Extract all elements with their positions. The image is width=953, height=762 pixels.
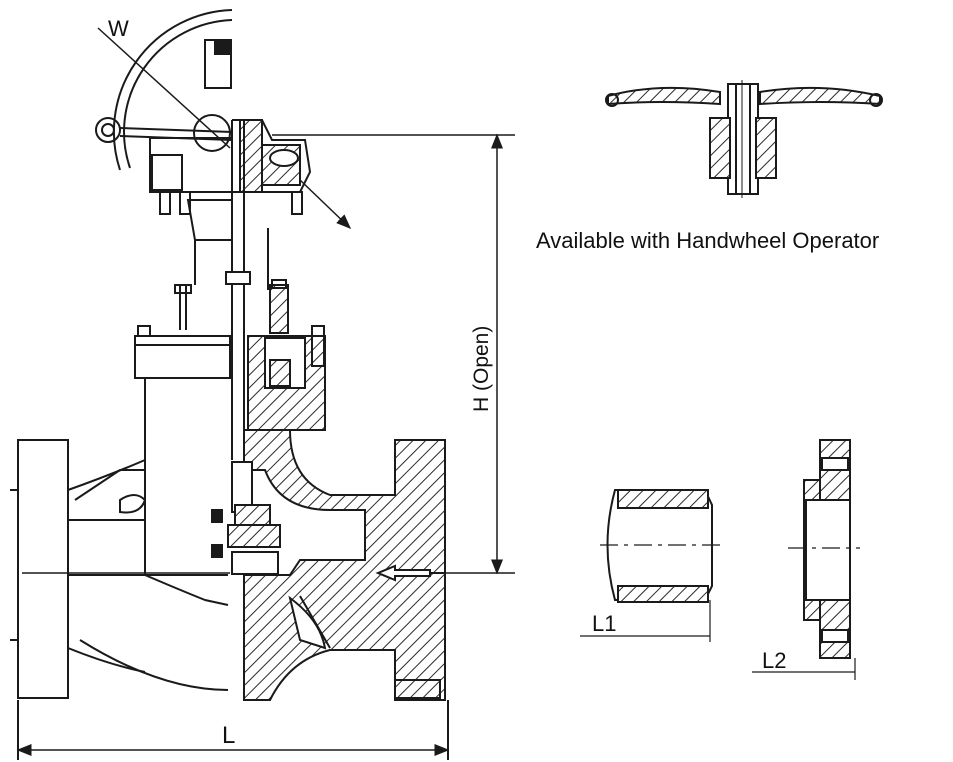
h-dimension (272, 133, 515, 575)
h-open-dimension-label: H (Open) (470, 325, 493, 412)
w-dimension-label: W (108, 16, 129, 41)
l-dimension-label: L (222, 722, 236, 749)
flange-end-detail (752, 439, 860, 680)
bonnet (134, 325, 326, 431)
handwheel-caption: Available with Handwheel Operator (536, 228, 880, 253)
valve-body (10, 377, 446, 701)
flow-arrow (375, 564, 445, 582)
body-cutaway (243, 429, 446, 701)
yoke (174, 199, 289, 334)
handwheel-inset (605, 80, 883, 198)
l1-dimension-label: L1 (592, 611, 617, 636)
butt-weld-end-detail (580, 489, 720, 642)
l2-dimension-label: L2 (762, 648, 787, 673)
handwheel-knob (95, 117, 121, 143)
left-flange (17, 439, 69, 699)
w-dimension-line (97, 27, 231, 149)
l-dimension (16, 700, 450, 760)
